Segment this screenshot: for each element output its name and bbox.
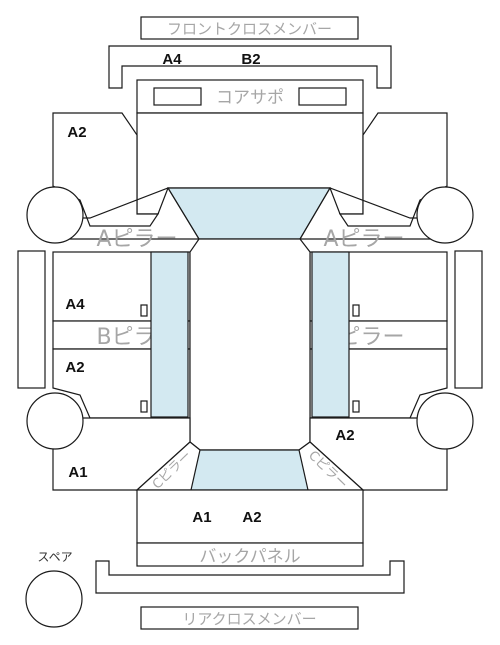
rear-panel-code-2: A2 [242,509,261,526]
rear-cross-member-label: リアクロスメンバー [182,610,316,628]
rear-left-wheel[interactable] [26,392,84,450]
right-front-door-handle[interactable] [352,304,360,317]
right-a-pillar-label: Aピラー [323,227,404,252]
roof[interactable] [189,238,311,451]
back-panel[interactable]: バックパネル [136,542,364,567]
spare-tire[interactable] [25,570,83,628]
left-front-door-handle[interactable] [140,304,148,317]
rear-right-wheel[interactable] [416,392,474,450]
left-front-fender-code: A2 [67,124,86,141]
front-right-wheel[interactable] [416,186,474,244]
rear-window[interactable] [190,449,309,491]
front-bumper-bracket[interactable] [108,45,392,89]
trunk-lid[interactable] [136,489,364,544]
front-left-wheel[interactable] [26,186,84,244]
core-support-label: コアサポ [216,88,284,108]
front-cross-member[interactable]: フロントクロスメンバー [140,16,359,40]
left-front-door-code: A4 [65,296,85,313]
back-panel-label: バックパネル [199,547,300,567]
front-cross-member-label: フロントクロスメンバー [167,20,332,38]
left-side-window[interactable] [150,251,189,418]
core-support[interactable]: コアサポ [136,79,364,114]
rear-panel-code-1: A1 [192,509,211,526]
rear-cross-member[interactable]: リアクロスメンバー [140,606,359,630]
right-rear-door-handle[interactable] [352,400,360,413]
right-side-window[interactable] [311,251,350,418]
spare-tire-label: スペア [37,550,72,564]
right-side-sill[interactable] [454,250,483,389]
rear-bumper-bracket[interactable] [95,560,405,594]
right-rear-quarter-code: A2 [335,427,354,444]
left-rear-door-code: A2 [65,359,84,376]
left-rear-quarter-code: A1 [68,464,87,481]
front-member-code-2: B2 [241,51,260,68]
front-member-code-1: A4 [162,51,182,68]
left-side-sill[interactable] [17,250,46,389]
left-a-pillar-label: Aピラー [96,227,177,252]
left-rear-door-handle[interactable] [140,400,148,413]
